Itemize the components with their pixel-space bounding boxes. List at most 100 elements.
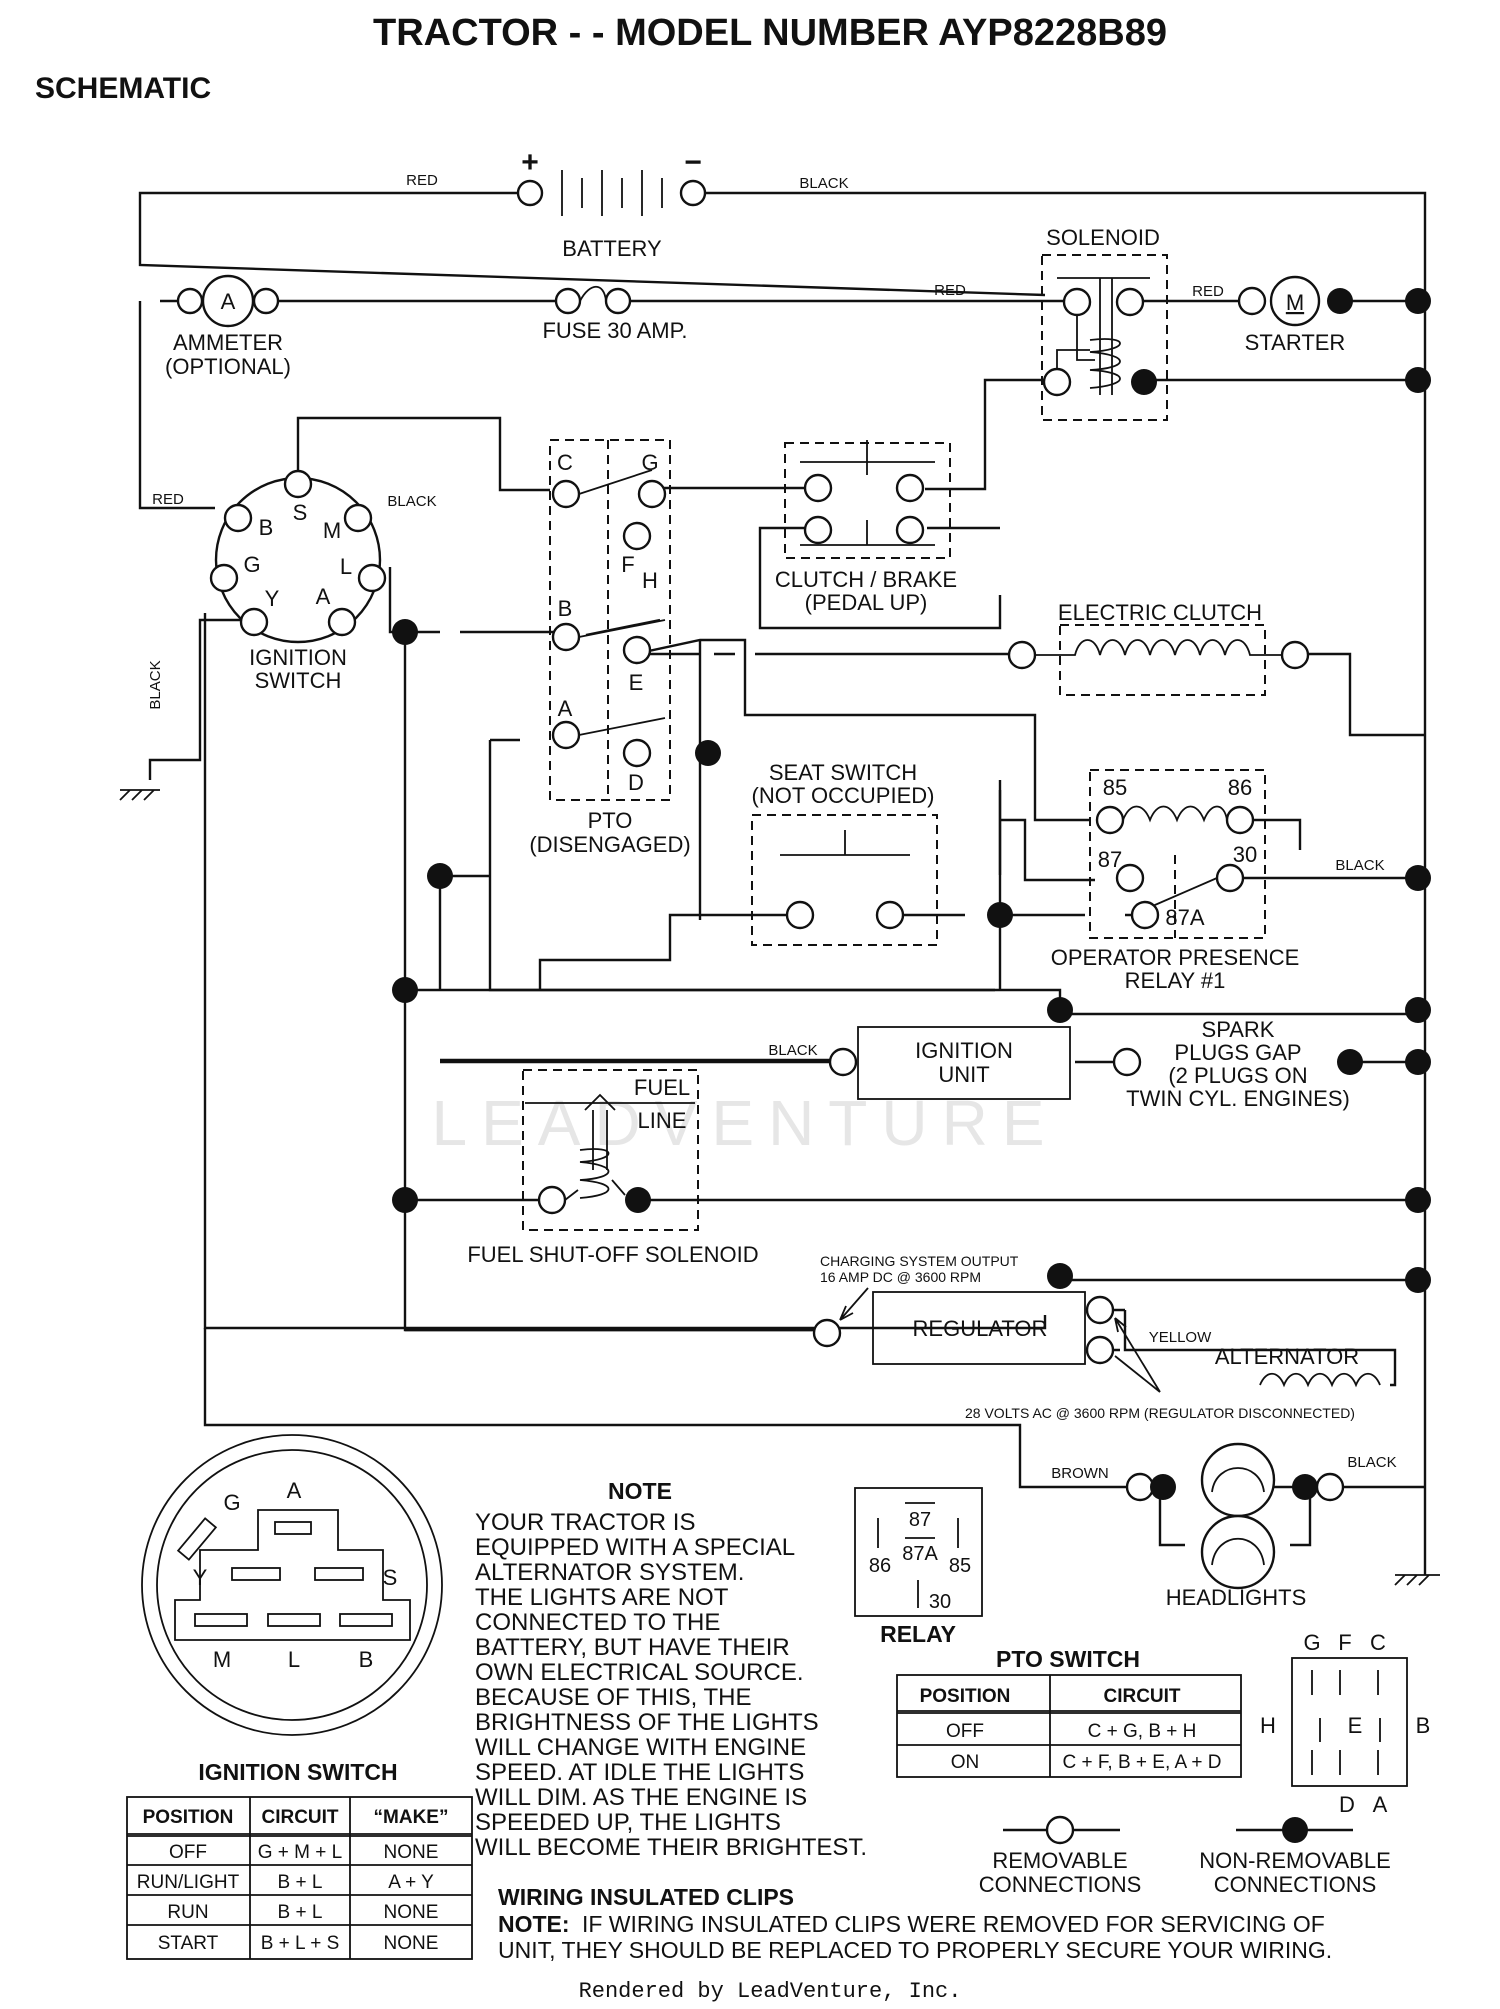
note-line: WILL CHANGE WITH ENGINE — [475, 1734, 806, 1761]
ptod-c: C — [1370, 1630, 1386, 1655]
pto-label-2: (DISENGAGED) — [529, 832, 690, 857]
ammeter-symbol: A — [221, 289, 236, 314]
pto-cell: ON — [951, 1752, 980, 1773]
regulator-label: REGULATOR — [913, 1316, 1048, 1341]
ign-pin-b: B — [259, 515, 274, 540]
wire-label-black-lights: BLACK — [1347, 1454, 1396, 1471]
headlights-label: HEADLIGHTS — [1166, 1585, 1307, 1610]
wire-label-black-ground: BLACK — [147, 660, 164, 709]
legend-nonremovable-2: CONNECTIONS — [1214, 1872, 1377, 1897]
note-line: YOUR TRACTOR IS — [475, 1509, 695, 1536]
ptod-e: E — [1348, 1713, 1363, 1738]
ign-cell: RUN — [167, 1902, 208, 1923]
ign-cell: A + Y — [388, 1872, 434, 1893]
isw-pin-l: L — [288, 1647, 300, 1672]
note-line: EQUIPPED WITH A SPECIAL — [475, 1534, 795, 1561]
clips-note-text: IF WIRING INSULATED CLIPS WERE REMOVED F… — [582, 1911, 1325, 1937]
ign-pin-s: S — [293, 500, 308, 525]
wires — [119, 191, 1440, 1586]
ignition-label-2: SWITCH — [255, 668, 342, 693]
footer-credit: Rendered by LeadVenture, Inc. — [579, 1979, 962, 2004]
relay-diag-87a: 87A — [902, 1543, 938, 1565]
wire-label-brown: BROWN — [1051, 1465, 1109, 1482]
ign-cell: NONE — [384, 1933, 439, 1954]
seat-switch-label: SEAT SWITCH — [769, 760, 917, 785]
relay-diag-87: 87 — [909, 1509, 931, 1531]
ign-cell: OFF — [169, 1842, 207, 1863]
note-line: SPEEDED UP, THE LIGHTS — [475, 1809, 781, 1836]
ign-pin-l: L — [340, 554, 352, 579]
pto-pin-e: E — [629, 670, 644, 695]
wire-label-black-ign: BLACK — [387, 493, 436, 510]
fuel-shutoff-solenoid: FUEL LINE FUEL SHUT-OFF SOLENOID — [467, 1069, 759, 1267]
note-line: WILL BECOME THEIR BRIGHTEST. — [475, 1834, 867, 1861]
page-subtitle: SCHEMATIC — [35, 72, 211, 105]
pto-switch: C G F H B E A D PTO (DISENGAGED) — [529, 439, 691, 857]
charging-system: CHARGING SYSTEM OUTPUT 16 AMP DC @ 3600 … — [812, 1253, 1381, 1421]
ignition-switch-diagram: G A Y S M L B IGNITION SWITCH — [141, 1434, 443, 1785]
pto-cell: OFF — [946, 1721, 984, 1742]
note-line: SPEED. AT IDLE THE LIGHTS — [475, 1759, 804, 1786]
ign-cell: B + L + S — [261, 1933, 340, 1954]
relay-diag-85: 85 — [949, 1555, 971, 1577]
ptod-h: H — [1260, 1713, 1276, 1738]
relay-pin-87a: 87A — [1165, 905, 1204, 930]
ignition-label: IGNITION — [249, 645, 347, 670]
ign-cell: NONE — [384, 1842, 439, 1863]
ignition-table: POSITION CIRCUIT “MAKE” OFF G + M + L NO… — [126, 1796, 473, 1960]
operator-presence-relay: 85 86 87 30 87A OPERATOR PRESENCE RELAY … — [1051, 769, 1300, 993]
fuse-label: FUSE 30 AMP. — [542, 318, 687, 343]
ignition-unit-label-2: UNIT — [938, 1062, 989, 1087]
pto-switch-diagram: G F C H E B D A — [1260, 1630, 1430, 1817]
ign-pin-a: A — [316, 584, 331, 609]
wire-label-red-left: RED — [152, 491, 184, 508]
pto-cell: C + G, B + H — [1088, 1721, 1197, 1742]
note-line: WILL DIM. AS THE ENGINE IS — [475, 1784, 807, 1811]
clutch-brake-label: CLUTCH / BRAKE — [775, 567, 957, 592]
ign-cell: B + L — [278, 1902, 323, 1923]
opr-relay-label: OPERATOR PRESENCE — [1051, 945, 1300, 970]
spark-label-4: TWIN CYL. ENGINES) — [1126, 1086, 1350, 1111]
isw-pin-m: M — [213, 1647, 231, 1672]
spark-plugs: SPARK PLUGS GAP (2 PLUGS ON TWIN CYL. EN… — [1126, 1017, 1363, 1111]
ignition-switch: S B M G L Y A IGNITION SWITCH — [209, 469, 387, 693]
ign-pin-m: M — [323, 518, 341, 543]
starter: M STARTER — [1237, 275, 1353, 355]
charging-label-1: CHARGING SYSTEM OUTPUT — [820, 1253, 1019, 1269]
pto-table-title: PTO SWITCH — [996, 1646, 1140, 1672]
ammeter-label: AMMETER — [173, 330, 283, 355]
pto-pin-h: H — [642, 568, 658, 593]
ignition-unit-label: IGNITION — [915, 1038, 1013, 1063]
relay-diag-title: RELAY — [880, 1621, 956, 1647]
ign-th-circuit: CIRCUIT — [261, 1807, 338, 1828]
ammeter: A AMMETER (OPTIONAL) — [165, 274, 291, 379]
fuel-line-label: FUEL — [634, 1075, 690, 1100]
watermark: LEADVENTURE — [432, 1087, 1059, 1159]
isw-pin-y: Y — [193, 1565, 208, 1590]
relay-pin-87: 87 — [1098, 847, 1122, 872]
fuse: FUSE 30 AMP. — [542, 285, 688, 343]
ign-cell: RUN/LIGHT — [137, 1872, 240, 1893]
spark-label-3: (2 PLUGS ON — [1168, 1063, 1307, 1088]
ptod-d: D — [1339, 1792, 1355, 1817]
pto-pin-b: B — [558, 596, 573, 621]
ptod-b: B — [1416, 1713, 1431, 1738]
ignition-switch-title: IGNITION SWITCH — [198, 1759, 397, 1785]
ign-th-make: “MAKE” — [374, 1807, 449, 1828]
ign-cell: START — [158, 1933, 219, 1954]
note-line: ALTERNATOR SYSTEM. — [475, 1559, 744, 1586]
spark-label-2: PLUGS GAP — [1174, 1040, 1301, 1065]
battery-label: BATTERY — [562, 236, 662, 261]
pto-th-circuit: CIRCUIT — [1103, 1686, 1180, 1707]
ign-th-position: POSITION — [143, 1807, 234, 1828]
wire-label-black-top: BLACK — [799, 175, 848, 192]
ign-cell: NONE — [384, 1902, 439, 1923]
solenoid-label: SOLENOID — [1046, 225, 1160, 250]
pto-pin-g: G — [641, 450, 658, 475]
pto-th-position: POSITION — [920, 1686, 1011, 1707]
ptod-a: A — [1373, 1792, 1388, 1817]
alternator-note: 28 VOLTS AC @ 3600 RPM (REGULATOR DISCON… — [965, 1405, 1355, 1421]
clutch-brake-label-2: (PEDAL UP) — [805, 590, 928, 615]
legend-removable-2: CONNECTIONS — [979, 1872, 1142, 1897]
note-line: BRIGHTNESS OF THE LIGHTS — [475, 1709, 819, 1736]
